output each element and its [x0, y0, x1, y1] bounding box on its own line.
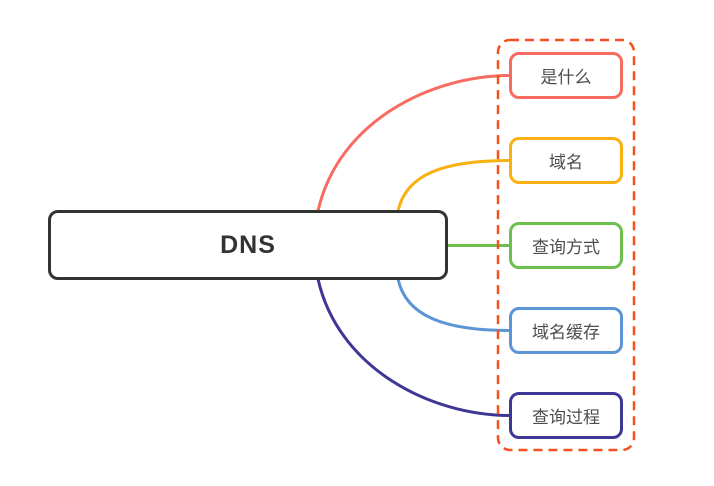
link-root-to-query-process	[316, 277, 512, 417]
branch-node-label: 查询过程	[532, 408, 600, 427]
branch-group-frame	[496, 38, 636, 452]
root-node-label: DNS	[220, 230, 276, 259]
branch-node-label: 域名	[549, 153, 583, 172]
branch-node-domain-name[interactable]: 域名	[509, 137, 623, 184]
branch-node-label: 查询方式	[532, 238, 600, 257]
branch-node-label: 域名缓存	[532, 323, 600, 342]
branch-node-what-is[interactable]: 是什么	[509, 52, 623, 99]
link-root-to-what-is	[316, 74, 512, 213]
branch-node-label: 是什么	[540, 68, 592, 87]
branch-node-domain-cache[interactable]: 域名缓存	[509, 307, 623, 354]
branch-node-query-method[interactable]: 查询方式	[509, 222, 623, 269]
link-root-to-domain-cache	[396, 277, 512, 332]
link-root-to-domain-name	[396, 159, 512, 213]
branch-node-query-process[interactable]: 查询过程	[509, 392, 623, 439]
root-node-dns[interactable]: DNS	[48, 210, 448, 280]
